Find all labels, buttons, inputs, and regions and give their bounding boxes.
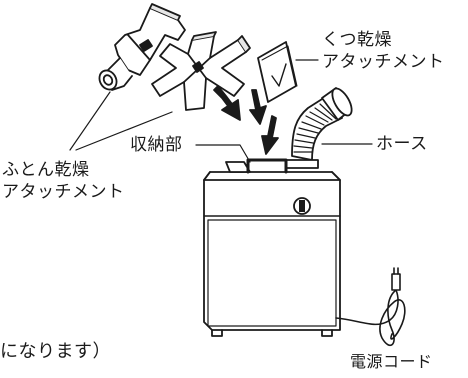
power-cord-label: 電源コード (350, 352, 433, 371)
futon-leader-line-2 (75, 111, 173, 151)
kutsu-attachment-label-line2: アタッチメント (322, 52, 445, 72)
power-cord (335, 267, 406, 347)
insert-arrows (213, 85, 279, 155)
hose (285, 87, 353, 169)
dryer-body (203, 158, 341, 337)
futon-leader-line-1 (69, 91, 111, 151)
futon-attachment-x-shaped (151, 31, 251, 111)
futon-attachment-label-line1: ふとん乾燥 (2, 160, 90, 180)
storage-leader-line (195, 144, 251, 163)
kutsu-attachment-label-line1: くつ乾燥 (322, 30, 392, 50)
futon-attachment-t-shaped (98, 3, 186, 91)
bottom-note: になります） (0, 341, 111, 362)
kutsu-attachment (257, 41, 298, 103)
futon-attachment-label-line2: アタッチメント (2, 182, 125, 202)
hose-label: ホース (376, 134, 428, 154)
storage-label: 収納部 (130, 135, 183, 155)
